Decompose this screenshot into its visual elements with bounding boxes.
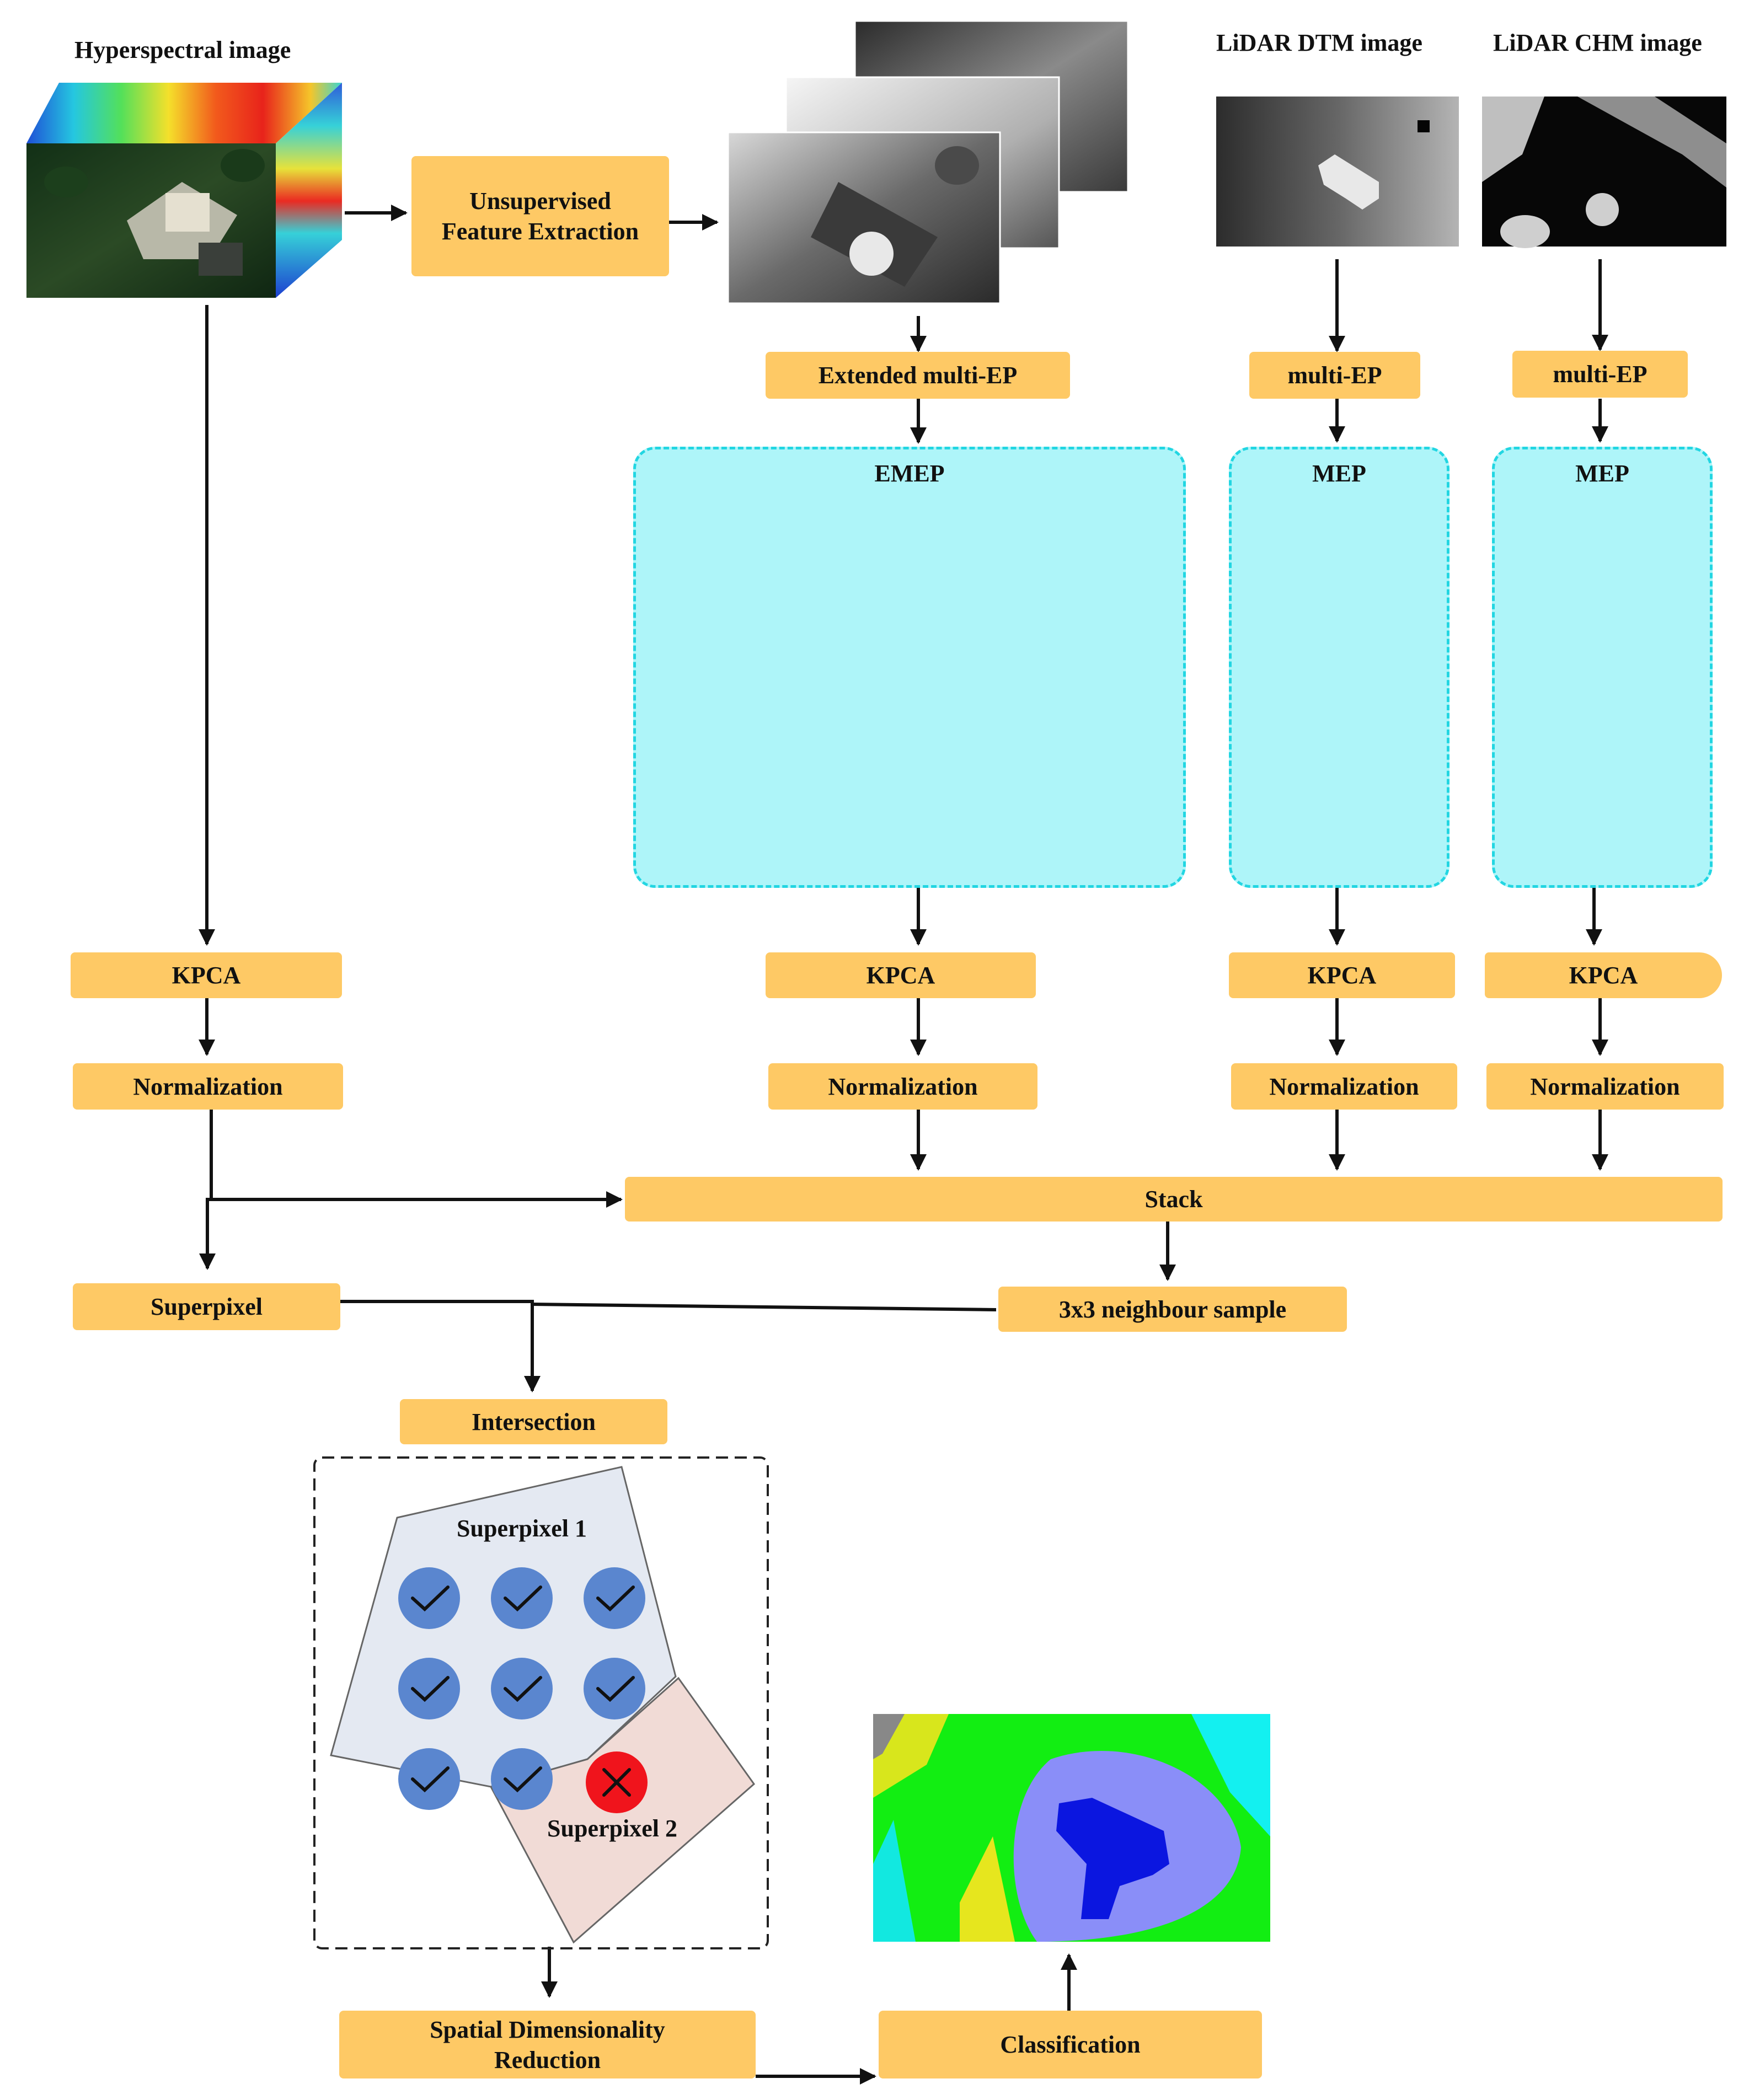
extracted-feature-images-stack [727, 20, 1129, 304]
mep-dtm-panel: MEP [1229, 447, 1450, 888]
accepted-pixel-icons [398, 1567, 645, 1810]
superpixel-box: Superpixel [73, 1283, 340, 1330]
extended-multi-ep-box: Extended multi-EP [766, 352, 1070, 399]
hyperspectral-cube-image [26, 83, 342, 298]
lidar-dtm-image [1216, 97, 1459, 247]
kpca-chm-box: KPCA [1485, 952, 1722, 998]
kpca-emep-box: KPCA [766, 952, 1036, 998]
stack-box: Stack [625, 1177, 1723, 1222]
kpca-dtm-box: KPCA [1229, 952, 1455, 998]
classification-box: Classification [879, 2011, 1262, 2078]
lidar-dtm-image-label: LiDAR DTM image [1216, 29, 1422, 56]
mep-chm-panel: MEP [1492, 447, 1713, 888]
normalization-hsi-box: Normalization [73, 1063, 343, 1110]
mep-chm-panel-title: MEP [1575, 460, 1629, 487]
kpca-hsi-box: KPCA [71, 952, 342, 998]
normalization-chm-box: Normalization [1486, 1063, 1724, 1110]
lidar-chm-image [1482, 97, 1726, 248]
normalization-emep-box: Normalization [768, 1063, 1037, 1110]
emep-panel-title: EMEP [874, 460, 945, 487]
lidar-chm-image-label: LiDAR CHM image [1493, 29, 1702, 56]
spatial-dimensionality-reduction-box: Spatial Dimensionality Reduction [339, 2011, 756, 2078]
rejected-pixel-icon [586, 1751, 648, 1813]
connector-arrows [199, 205, 1608, 2085]
classification-map-image [873, 1714, 1270, 1942]
hyperspectral-image-label: Hyperspectral image [74, 36, 291, 63]
intersection-box: Intersection [400, 1399, 667, 1444]
normalization-dtm-box: Normalization [1231, 1063, 1457, 1110]
superpixel-2-label: Superpixel 2 [547, 1815, 677, 1842]
neighbour-sample-box: 3x3 neighbour sample [998, 1287, 1347, 1332]
emep-panel: EMEP [633, 447, 1186, 888]
mep-dtm-panel-title: MEP [1312, 460, 1366, 487]
multi-ep-chm-box: multi-EP [1512, 351, 1688, 398]
superpixel-1-label: Superpixel 1 [457, 1515, 587, 1542]
unsupervised-feature-extraction-box: Unsupervised Feature Extraction [411, 156, 669, 276]
multi-ep-dtm-box: multi-EP [1249, 352, 1420, 399]
intersection-detail: Superpixel 1 Superpixel 2 [313, 1456, 769, 1949]
